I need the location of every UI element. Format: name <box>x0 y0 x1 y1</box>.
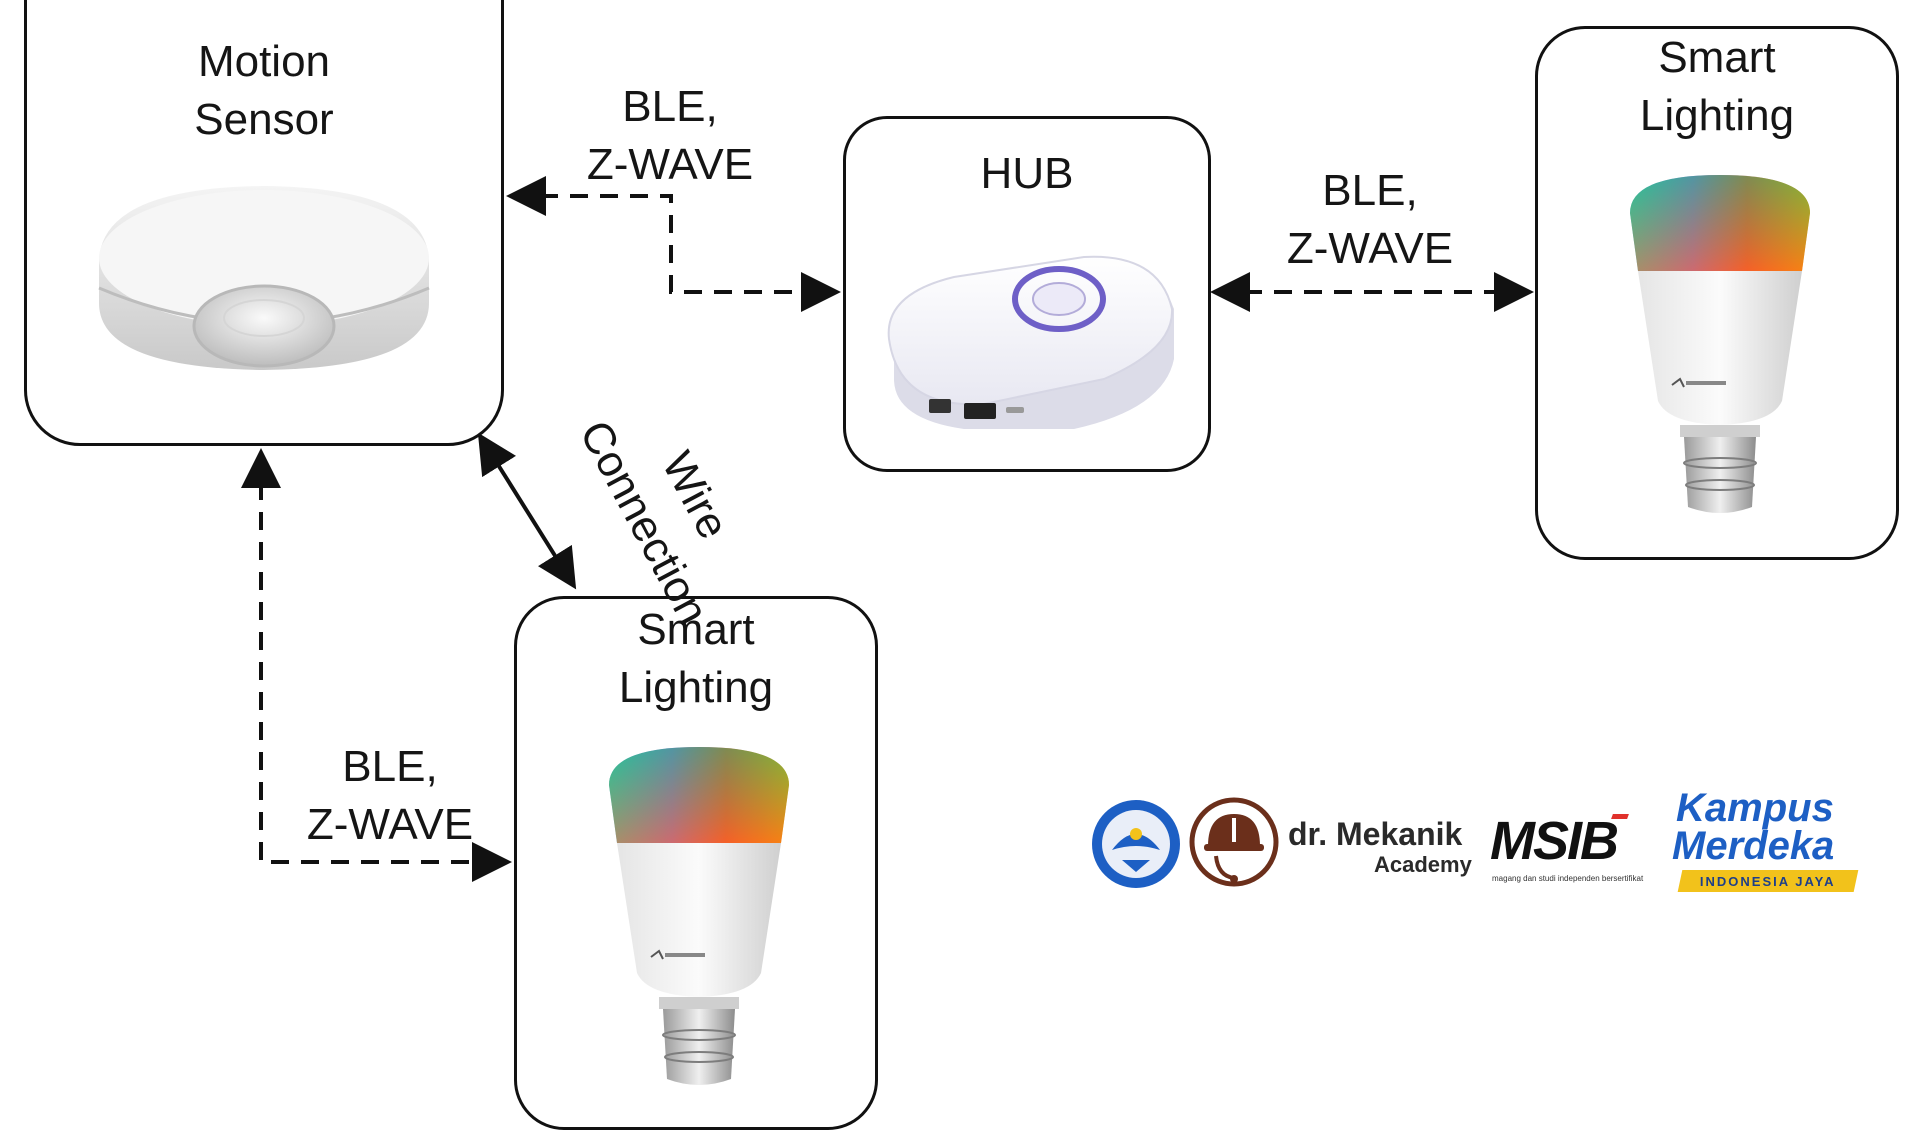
kampus-merdeka-line-2: Merdeka <box>1672 824 1835 868</box>
motion-sensor-node: Motion Sensor <box>24 0 504 446</box>
connector-layer <box>241 176 1534 882</box>
msib-accent <box>1611 814 1629 819</box>
connector-wire <box>477 432 577 590</box>
smart-lighting-bottom-title-line-2: Lighting <box>618 663 774 712</box>
smart-lighting-bottom-node: Smart Lighting <box>514 596 878 1130</box>
smart-lighting-right-title-line-2: Lighting <box>1639 91 1795 140</box>
smart-lighting-bottom-title: Smart Lighting <box>517 601 875 717</box>
mekanik-subtitle: Academy <box>1374 852 1472 877</box>
mekanik-name: dr. Mekanik <box>1288 816 1463 852</box>
kampus-merdeka-line-1: Kampus <box>1676 786 1834 830</box>
label-sensor-light-bottom-line-2: Z-WAVE <box>306 800 474 849</box>
motion-sensor-icon <box>98 186 430 370</box>
smart-lighting-right-node: Smart Lighting <box>1535 26 1899 560</box>
msib-wordmark: MSIB <box>1490 811 1619 871</box>
label-sensor-light-bottom-line-1: BLE, <box>342 742 438 791</box>
motion-sensor-title-line-1: Motion <box>197 37 331 86</box>
label-hub-light-line-2: Z-WAVE <box>1286 224 1454 273</box>
motion-sensor-title-line-2: Sensor <box>194 95 334 144</box>
msib-subtitle: magang dan studi independen bersertifika… <box>1492 874 1644 883</box>
connector-sensor-light-bottom <box>241 448 512 882</box>
kampus-merdeka-banner: INDONESIA JAYA <box>1677 870 1859 892</box>
mekanik-emblem-icon <box>1189 797 1279 887</box>
kemdikbud-emblem-icon <box>1092 800 1180 888</box>
smart-lighting-right-title-line-1: Smart <box>1658 33 1776 82</box>
smart-lighting-right-title: Smart Lighting <box>1538 29 1896 145</box>
label-sensor-hub-line-1: BLE, <box>622 82 718 131</box>
label-sensor-hub: BLE, Z-WAVE <box>570 78 770 194</box>
smart-lighting-bottom-title-line-1: Smart <box>637 605 755 654</box>
hub-title-line-1: HUB <box>980 149 1074 198</box>
hub-title: HUB <box>846 145 1208 203</box>
label-hub-light: BLE, Z-WAVE <box>1270 162 1470 278</box>
bulb-icon <box>1630 175 1810 513</box>
kampus-merdeka-banner-text: INDONESIA JAYA <box>1700 873 1836 889</box>
bulb-icon <box>609 747 789 1085</box>
logo-strip: dr. Mekanik Academy MSIB magang dan stud… <box>1090 786 1870 900</box>
label-hub-light-line-1: BLE, <box>1322 166 1418 215</box>
connector-sensor-hub <box>506 176 841 312</box>
label-sensor-light-bottom: BLE, Z-WAVE <box>290 738 490 854</box>
hub-node: HUB <box>843 116 1211 472</box>
label-sensor-hub-line-2: Z-WAVE <box>586 140 754 189</box>
hub-icon <box>887 255 1174 429</box>
motion-sensor-title: Motion Sensor <box>27 33 501 149</box>
